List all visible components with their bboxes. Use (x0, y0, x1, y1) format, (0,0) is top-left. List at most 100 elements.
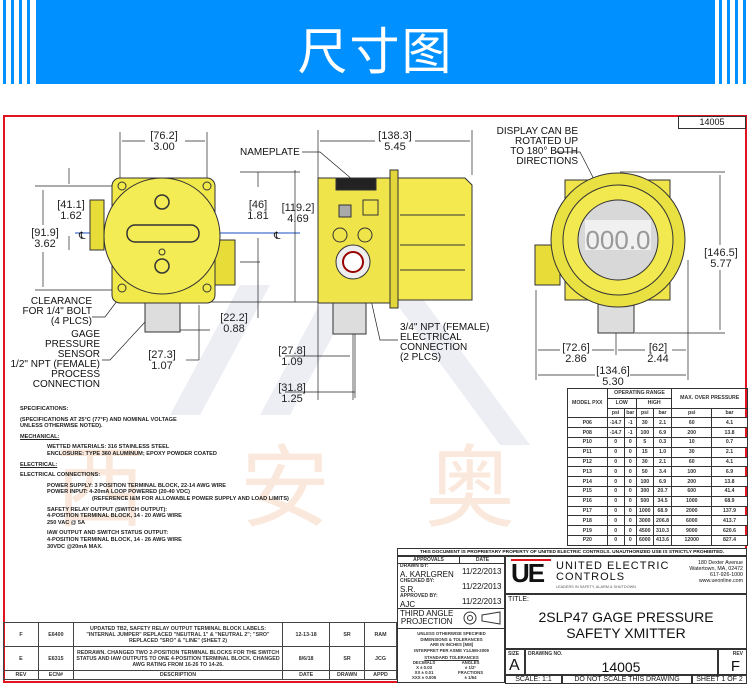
revision-cell: 8/6/18 (282, 646, 331, 671)
table-cell: P19 (567, 525, 608, 536)
revision-header-cell: ECN# (37, 670, 74, 680)
unit-psi: psi (635, 407, 654, 419)
dim-side-width: [138.3]5.45 (378, 130, 412, 153)
third-angle-projection-icon (463, 611, 501, 625)
table-cell: 20.7 (652, 485, 673, 497)
unit-psi: psi (606, 407, 625, 419)
table-cell: 0 (606, 446, 625, 458)
table-cell: P06 (567, 417, 608, 429)
proprietary-notice: THIS DOCUMENT IS PROPRIETARY PROPERTY OF… (397, 548, 747, 556)
table-cell: 6000 (635, 534, 654, 546)
unit-psi: psi (671, 407, 713, 419)
revision-cell: SR (329, 646, 365, 671)
table-cell: 0 (606, 456, 625, 468)
table-cell: 0 (623, 505, 637, 517)
table-cell: 0.7 (711, 436, 748, 448)
table-cell: 3000 (635, 515, 654, 527)
table-cell: 60 (671, 456, 713, 468)
table-cell: 0 (623, 456, 637, 468)
table-cell: -14.7 (606, 417, 625, 429)
table-cell: 30 (671, 446, 713, 458)
table-cell: 1.0 (652, 446, 673, 458)
dimension-drawing: 000.0 (35, 130, 725, 400)
revision-cell: E6315 (37, 646, 74, 671)
revision-header-cell: DESCRIPTION (72, 670, 284, 680)
table-cell: 100 (635, 476, 654, 487)
table-cell: 413.7 (711, 515, 748, 527)
revision-header-cell: REV (3, 670, 39, 680)
table-cell: 0 (623, 485, 637, 497)
table-cell: 0.3 (652, 436, 673, 448)
watermark-text: 西安奥 (55, 436, 610, 541)
table-cell: 200 (671, 427, 713, 438)
unit-bar: bar (652, 407, 673, 419)
table-cell: 100 (671, 466, 713, 478)
revision-cell: REDRAWN. CHANGED TWO 2-POSITION TERMINAL… (72, 646, 284, 671)
table-cell: P15 (567, 485, 608, 497)
dim-side-height: [119.2]4.69 (281, 202, 315, 225)
table-cell: 13.8 (711, 476, 748, 487)
dim-front-height: [146.5]5.77 (704, 247, 738, 270)
table-cell: 200 (671, 476, 713, 487)
table-cell: 2.1 (711, 446, 748, 458)
scale-box: SCALE: 1:1 (505, 675, 562, 684)
table-cell: 4.1 (711, 417, 748, 429)
revision-cell: E6400 (37, 622, 74, 647)
table-cell: 30 (635, 456, 654, 468)
table-cell: 34.5 (652, 495, 673, 507)
drawing-number-tab: 14005 (678, 116, 746, 129)
specifications: SPECIFICATIONS: (SPECIFICATIONS AT 25°C … (20, 406, 289, 550)
unit-bar: bar (711, 407, 748, 419)
col-low: LOW (606, 397, 637, 409)
table-cell: 6000 (671, 515, 713, 527)
table-cell: -1 (623, 417, 637, 429)
revision-cell: F (3, 622, 39, 647)
table-cell: 68.9 (711, 495, 748, 507)
dim-front-total: [134.6]5.30 (596, 365, 630, 388)
table-cell: 60 (671, 417, 713, 429)
dim-left-top: [41.1]1.62 (57, 199, 85, 222)
table-cell: P18 (567, 515, 608, 527)
table-cell: P13 (567, 466, 608, 478)
table-cell: 0 (606, 466, 625, 478)
table-cell: 6.9 (711, 466, 748, 478)
table-cell: 310.3 (652, 525, 673, 536)
dim-left-pipe: [22.2]0.88 (220, 312, 248, 335)
table-cell: 2.1 (652, 417, 673, 429)
table-cell: 413.6 (652, 534, 673, 546)
table-cell: 4.1 (711, 456, 748, 468)
table-cell: 100 (635, 427, 654, 438)
table-cell: 0 (623, 446, 637, 458)
approvals-block: APPROVALS DATE DRAWN BY: A. KARLGREN 11/… (397, 556, 505, 683)
enclosure-front-view (534, 172, 686, 334)
table-cell: P20 (567, 534, 608, 546)
centerline-left: ℄ (79, 231, 86, 242)
col-high: HIGH (635, 397, 673, 409)
table-cell: 13.8 (711, 427, 748, 438)
table-cell: 68.9 (652, 505, 673, 517)
table-cell: 15 (635, 446, 654, 458)
table-cell: 1000 (635, 505, 654, 517)
table-cell: 0 (606, 436, 625, 448)
table-cell: P08 (567, 427, 608, 438)
table-cell: 137.9 (711, 505, 748, 517)
dim-left-width: [76.2]3.00 (150, 130, 178, 153)
table-cell: 5 (635, 436, 654, 448)
table-cell: 6.9 (652, 476, 673, 487)
enclosure-rear-view (89, 177, 236, 333)
